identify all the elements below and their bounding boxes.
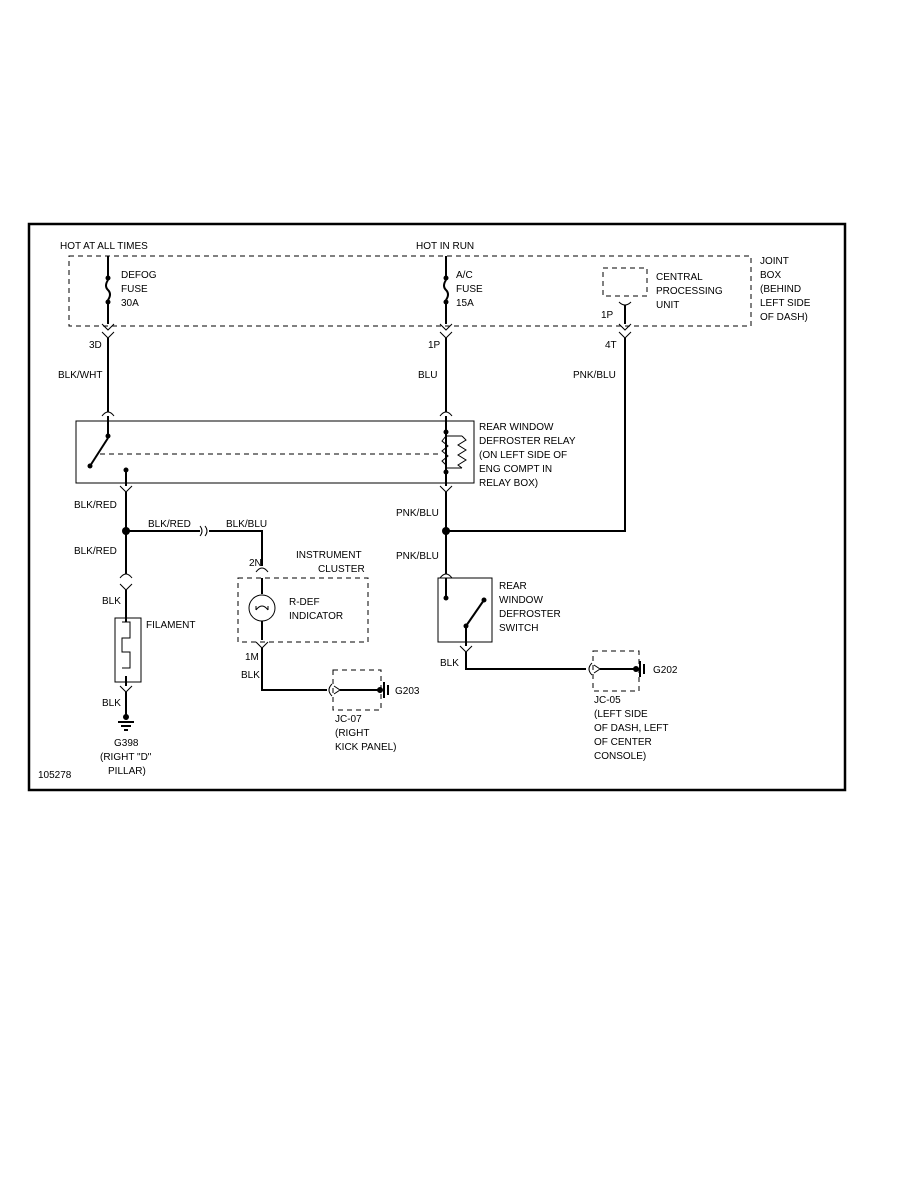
r-def-indicator-bulb — [248, 578, 276, 640]
label-g398: G398 (RIGHT "D" PILLAR) — [100, 738, 152, 777]
svg-text:KICK PANEL): KICK PANEL) — [335, 742, 397, 753]
label-g202: G202 — [653, 665, 678, 676]
svg-text:JOINT: JOINT — [760, 256, 789, 267]
splice-center — [442, 527, 450, 535]
label-wire-blk-red-branch: BLK/RED — [148, 519, 191, 530]
rear-window-filament — [114, 612, 142, 686]
relay-coil — [441, 416, 467, 486]
diagram-frame — [27, 222, 847, 792]
label-wire-blu: BLU — [418, 370, 437, 381]
joint-box-outline — [68, 255, 752, 327]
svg-text:BOX: BOX — [760, 270, 781, 281]
svg-text:SWITCH: SWITCH — [499, 623, 538, 634]
svg-text:DEFROSTER: DEFROSTER — [499, 609, 561, 620]
svg-text:FUSE: FUSE — [121, 284, 148, 295]
defog-fuse — [101, 256, 115, 339]
defroster-relay-box — [75, 420, 475, 484]
svg-text:(ON LEFT SIDE OF: (ON LEFT SIDE OF — [479, 450, 567, 461]
pin-1m: 1M — [245, 652, 259, 663]
svg-text:LEFT SIDE: LEFT SIDE — [760, 298, 811, 309]
label-wire-blk-wht: BLK/WHT — [58, 370, 102, 381]
label-defog-fuse: DEFOG FUSE 30A — [121, 270, 157, 309]
label-jc07: JC-07 (RIGHT KICK PANEL) — [335, 714, 397, 753]
label-jc05: JC-05 (LEFT SIDE OF DASH, LEFT OF CENTER… — [594, 695, 668, 762]
svg-text:JC-05: JC-05 — [594, 695, 621, 706]
pin-3d: 3D — [89, 340, 102, 351]
label-wire-pnk-blu-top: PNK/BLU — [573, 370, 616, 381]
ground-symbol-g398 — [118, 714, 134, 731]
label-instrument-cluster: INSTRUMENT CLUSTER — [296, 550, 365, 575]
svg-text:CLUSTER: CLUSTER — [318, 564, 365, 575]
label-wire-blk-red-upper: BLK/RED — [74, 500, 117, 511]
label-cpu: CENTRAL PROCESSING UNIT — [656, 272, 723, 311]
instrument-cluster-box — [237, 577, 369, 643]
label-ac-fuse: A/C FUSE 15A — [456, 270, 483, 309]
cpu-box — [602, 267, 648, 297]
wire-pnk-blu-right — [446, 338, 626, 532]
ac-fuse — [439, 256, 453, 339]
label-wire-blk-red-lower: BLK/RED — [74, 546, 117, 557]
pin-2n: 2N — [249, 558, 262, 569]
label-filament: FILAMENT — [146, 620, 195, 631]
svg-text:CONSOLE): CONSOLE) — [594, 751, 646, 762]
svg-text:OF DASH, LEFT: OF DASH, LEFT — [594, 723, 668, 734]
pin-4t: 4T — [605, 340, 617, 351]
svg-text:A/C: A/C — [456, 270, 473, 281]
label-wire-blk-filament-bottom: BLK — [102, 698, 121, 709]
svg-text:(LEFT SIDE: (LEFT SIDE — [594, 709, 648, 720]
joint-connector-jc05 — [588, 650, 645, 692]
label-wire-blk-blu: BLK/BLU — [226, 519, 267, 530]
svg-text:RELAY BOX): RELAY BOX) — [479, 478, 538, 489]
svg-text:WINDOW: WINDOW — [499, 595, 543, 606]
svg-text:DEFROSTER RELAY: DEFROSTER RELAY — [479, 436, 576, 447]
svg-text:OF CENTER: OF CENTER — [594, 737, 652, 748]
svg-text:CENTRAL: CENTRAL — [656, 272, 703, 283]
svg-text:UNIT: UNIT — [656, 300, 679, 311]
label-hot-in-run: HOT IN RUN — [416, 241, 474, 252]
pin-1p-right: 1P — [601, 310, 614, 321]
svg-text:PILLAR): PILLAR) — [108, 766, 146, 777]
svg-text:DEFOG: DEFOG — [121, 270, 157, 281]
svg-text:INDICATOR: INDICATOR — [289, 611, 343, 622]
label-wire-blk-filament-top: BLK — [102, 596, 121, 607]
label-joint-box: JOINT BOX (BEHIND LEFT SIDE OF DASH) — [760, 256, 811, 323]
svg-text:15A: 15A — [456, 298, 474, 309]
label-hot-at-all-times: HOT AT ALL TIMES — [60, 241, 148, 252]
joint-connector-jc07 — [328, 669, 389, 711]
label-g203: G203 — [395, 686, 420, 697]
label-wire-pnk-blu-lower: PNK/BLU — [396, 551, 439, 562]
label-wire-blk-switch: BLK — [440, 658, 459, 669]
defroster-switch-contact — [443, 578, 487, 646]
label-relay: REAR WINDOW DEFROSTER RELAY (ON LEFT SID… — [479, 422, 576, 489]
svg-text:(RIGHT "D": (RIGHT "D" — [100, 752, 152, 763]
svg-text:30A: 30A — [121, 298, 139, 309]
svg-text:(BEHIND: (BEHIND — [760, 284, 801, 295]
svg-text:FUSE: FUSE — [456, 284, 483, 295]
svg-text:ENG COMPT IN: ENG COMPT IN — [479, 464, 552, 475]
label-wire-pnk-blu-upper: PNK/BLU — [396, 508, 439, 519]
svg-text:G398: G398 — [114, 738, 139, 749]
svg-text:PROCESSING: PROCESSING — [656, 286, 723, 297]
svg-text:R-DEF: R-DEF — [289, 597, 320, 608]
label-indicator: R-DEF INDICATOR — [289, 597, 343, 622]
svg-text:JC-07: JC-07 — [335, 714, 362, 725]
svg-text:INSTRUMENT: INSTRUMENT — [296, 550, 362, 561]
label-wire-blk-cluster: BLK — [241, 670, 260, 681]
svg-text:(RIGHT: (RIGHT — [335, 728, 369, 739]
pin-1p-left: 1P — [428, 340, 441, 351]
diagram-ref-number: 105278 — [38, 770, 72, 781]
svg-text:OF DASH): OF DASH) — [760, 312, 808, 323]
relay-contact — [87, 416, 129, 486]
svg-text:REAR: REAR — [499, 581, 527, 592]
label-switch: REAR WINDOW DEFROSTER SWITCH — [499, 581, 561, 634]
svg-text:REAR WINDOW: REAR WINDOW — [479, 422, 554, 433]
